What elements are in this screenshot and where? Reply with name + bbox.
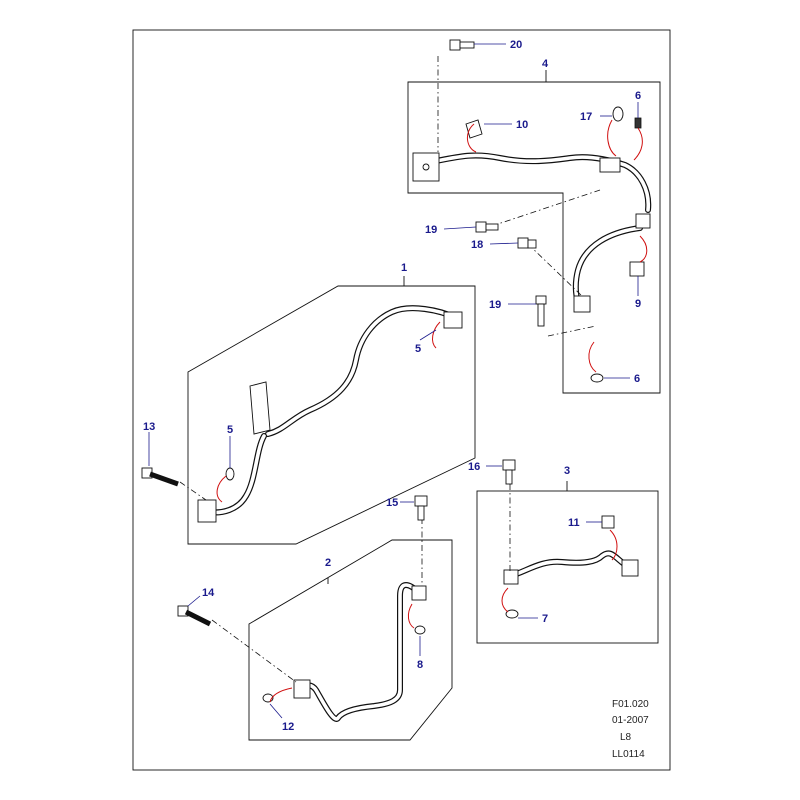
callout-7: 7	[542, 613, 548, 625]
o-ring-8	[414, 625, 426, 635]
callout-6-bottom: 6	[634, 373, 640, 385]
dash-13	[179, 481, 207, 501]
bolt-14	[177, 605, 212, 627]
part-6-bottom	[590, 373, 604, 383]
dash-18	[527, 243, 583, 297]
footer-date: 01-2007	[612, 715, 649, 726]
highlight-12	[269, 687, 293, 703]
fitting-3-left	[503, 569, 519, 585]
fitting-4-c	[573, 295, 591, 313]
bolt-16	[502, 459, 516, 485]
highlight-7	[501, 587, 509, 613]
assembly-3-group	[476, 481, 659, 644]
highlight-10	[467, 123, 477, 153]
callout-19-lower: 19	[489, 299, 501, 311]
fitting-1-top	[443, 311, 463, 329]
assembly-2-frame	[248, 539, 453, 741]
assembly-4-group	[407, 70, 661, 394]
highlight-6-top	[633, 127, 643, 161]
leader-14	[187, 595, 201, 607]
leader-19a	[443, 226, 477, 230]
bolt-20	[449, 39, 475, 51]
callout-5-upper: 5	[415, 343, 421, 355]
callout-16: 16	[468, 461, 480, 473]
assembly-1-frame	[187, 285, 476, 545]
footer-codes: F01.020 01-2007 L8 LL0114	[612, 699, 649, 760]
o-ring-17	[612, 106, 624, 122]
leader-12	[269, 703, 283, 719]
dash-19a	[491, 189, 601, 227]
assembly-4-frame	[407, 81, 661, 394]
part-9	[629, 261, 645, 277]
callout-20: 20	[510, 39, 522, 51]
callout-6-top: 6	[635, 90, 641, 102]
assembly-1-group	[187, 276, 476, 545]
callout-15: 15	[386, 497, 398, 509]
callout-9: 9	[635, 298, 641, 310]
callout-1: 1	[401, 262, 407, 274]
highlight-6-bottom	[588, 341, 597, 373]
dash-14	[211, 619, 297, 683]
footer-code: LL0114	[612, 749, 645, 760]
callout-10: 10	[516, 119, 528, 131]
bolt-19b	[535, 295, 547, 327]
footer-ref: F01.020	[612, 699, 649, 710]
part-11	[601, 515, 615, 529]
fitting-2-top	[411, 585, 427, 601]
fitting-2-bottom	[293, 679, 311, 699]
callout-2: 2	[325, 557, 331, 569]
bolt-19a	[475, 221, 499, 233]
assembly-3-frame	[476, 490, 659, 644]
highlight-9	[639, 235, 648, 263]
part-6-top	[634, 117, 642, 129]
fitting-3-right	[621, 559, 639, 577]
callout-19-upper: 19	[425, 224, 437, 236]
bolt-13	[141, 467, 179, 487]
callout-18: 18	[471, 239, 483, 251]
callout-leaders	[148, 43, 639, 719]
callout-12: 12	[282, 721, 294, 733]
highlight-8	[407, 603, 415, 629]
bracket-4-hole	[422, 163, 430, 171]
assembly-2-group	[248, 539, 453, 741]
callout-5-lower: 5	[227, 424, 233, 436]
fitting-4-a	[599, 157, 621, 173]
callout-11: 11	[568, 517, 580, 529]
hose-4-upper-core	[428, 153, 651, 212]
highlight-5-lower	[216, 475, 227, 503]
o-ring-7	[505, 609, 519, 619]
hose-1-pipe-core	[206, 434, 266, 515]
bolt-15	[414, 495, 428, 521]
highlight-17	[607, 119, 617, 157]
footer-model: L8	[620, 732, 632, 743]
diagram-border	[132, 29, 671, 771]
fitting-1-end	[197, 499, 217, 523]
callout-13: 13	[143, 421, 155, 433]
callout-3: 3	[564, 465, 570, 477]
bracket-1	[249, 381, 271, 435]
callout-labels: 20 4 10 17 6 19 18 19 9 6 1 5 5 13 16 3 …	[143, 39, 641, 733]
callout-14: 14	[202, 587, 215, 599]
callout-8: 8	[417, 659, 423, 671]
leader-18	[489, 242, 519, 245]
bolt-18	[517, 237, 537, 249]
leader-5a	[419, 329, 437, 341]
hose-1-main	[265, 305, 459, 437]
hose-1-main-core	[266, 306, 458, 436]
callout-4: 4	[542, 58, 549, 70]
part-10	[465, 119, 483, 139]
highlight-11	[609, 529, 618, 561]
dash-19b	[547, 325, 597, 337]
pipe-3	[507, 550, 633, 579]
pipe-2-core	[298, 583, 420, 721]
highlight-5-upper	[432, 321, 441, 349]
callout-17: 17	[580, 111, 592, 123]
o-ring-5-lower	[225, 467, 235, 481]
fitting-4-b	[635, 213, 651, 229]
